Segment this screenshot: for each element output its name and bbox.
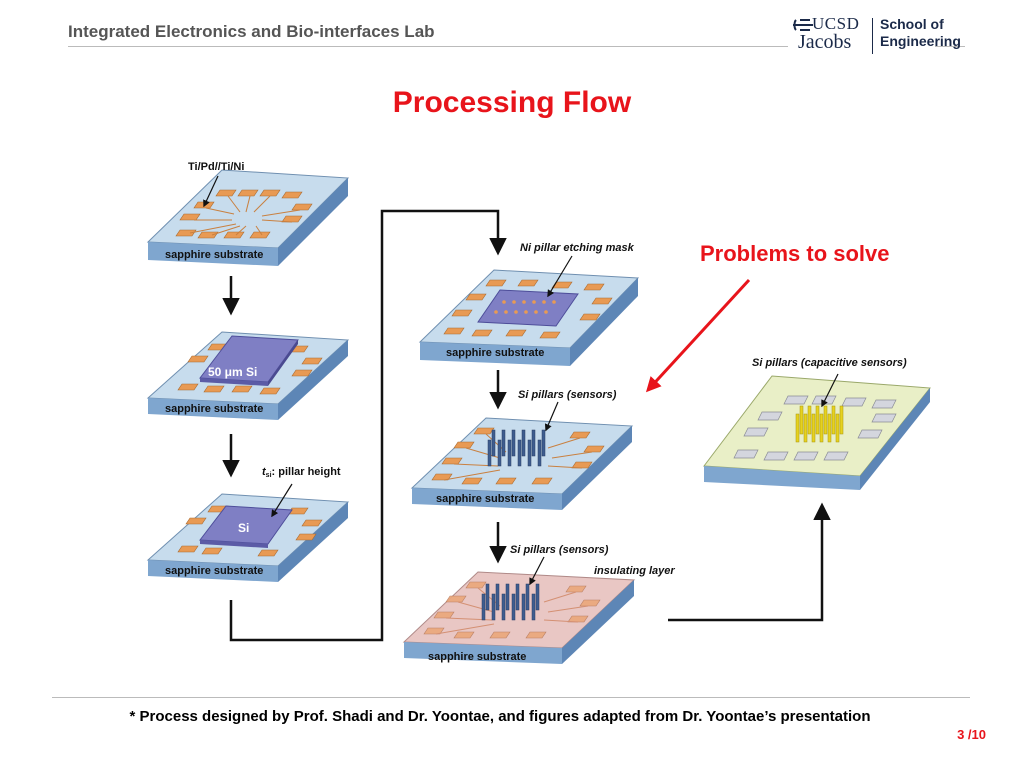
step-6-pillars xyxy=(481,583,540,621)
final-pillars xyxy=(795,405,844,443)
step-1-callout: Ti/Pd//Ti/Ni xyxy=(188,161,244,173)
step-4-substrate-label: sapphire substrate xyxy=(446,347,544,359)
step-1-callout-arrow xyxy=(203,175,219,208)
problems-label: Problems to solve xyxy=(700,241,890,266)
lab-title: Integrated Electronics and Bio-interface… xyxy=(68,22,435,41)
step-2-wafer: 50 μm Si sapphire substrate xyxy=(146,331,350,420)
step-6-callout: Si pillars (sensors) xyxy=(510,544,609,556)
step-6-substrate-label: sapphire substrate xyxy=(428,651,526,663)
page-title: Processing Flow xyxy=(392,86,632,119)
step-1-substrate-label: sapphire substrate xyxy=(165,249,263,261)
header-divider-right xyxy=(935,46,965,47)
footer-divider xyxy=(52,697,970,698)
page-number: 3 /10 xyxy=(957,727,986,742)
problems-arrow xyxy=(645,278,751,393)
step-5-substrate-label: sapphire substrate xyxy=(436,493,534,505)
trident-icon xyxy=(793,19,813,31)
step-3-callout-sub: si xyxy=(266,472,272,479)
step-3-callout-rest: : pillar height xyxy=(272,466,341,478)
step-6-callout2: insulating layer xyxy=(594,565,675,577)
step-3-substrate-label: sapphire substrate xyxy=(165,565,263,577)
step-6-wafer: sapphire substrate Si pillars (sensors) … xyxy=(402,544,675,664)
processing-flow-diagram: sapphire substrate Ti/Pd//Ti/Ni 50 μm Si… xyxy=(146,161,931,664)
final-wafer: Si pillars (capacitive sensors) xyxy=(703,357,931,490)
step-3-callout: tsi: pillar height xyxy=(262,466,341,479)
logo-separator xyxy=(872,18,873,54)
step-5-pillars xyxy=(487,429,546,467)
step-4-callout-arrow xyxy=(547,255,573,298)
step-3-chip-label: Si xyxy=(238,521,249,535)
connector-step6-to-final xyxy=(668,502,831,622)
footer-note: * Process designed by Prof. Shadi and Dr… xyxy=(129,708,871,725)
logo-jacobs: Jacobs xyxy=(798,31,852,53)
logo-school-line1: School of xyxy=(880,16,944,32)
connector-step3-to-step4 xyxy=(229,209,507,642)
step-4-wafer: sapphire substrate Ni pillar etching mas… xyxy=(418,242,640,366)
step-3-wafer: Si sapphire substrate tsi: pillar height xyxy=(146,466,350,582)
step-5-callout-arrow xyxy=(544,401,559,432)
step-5-callout: Si pillars (sensors) xyxy=(518,389,617,401)
step-2-substrate-label: sapphire substrate xyxy=(165,403,263,415)
logo-ucsd: UCSD xyxy=(812,14,860,33)
step-2-chip-label: 50 μm Si xyxy=(208,365,257,379)
final-callout: Si pillars (capacitive sensors) xyxy=(752,357,907,369)
step-4-callout: Ni pillar etching mask xyxy=(520,242,635,254)
step-3-callout-arrow xyxy=(271,483,293,518)
logo-school-line2: Engineering xyxy=(880,33,961,49)
step-5-wafer: sapphire substrate Si pillars (sensors) xyxy=(410,389,634,510)
final-callout-arrow xyxy=(821,373,839,408)
header-divider xyxy=(68,46,788,47)
logo-school: School of Engineering xyxy=(880,16,961,50)
step-3-callout-t: t xyxy=(262,466,267,478)
ucsd-jacobs-logo: UCSD Jacobs School of Engineering xyxy=(790,14,970,58)
step-1-wafer: sapphire substrate Ti/Pd//Ti/Ni xyxy=(146,161,350,266)
step-6-callout-arrow xyxy=(529,556,545,586)
